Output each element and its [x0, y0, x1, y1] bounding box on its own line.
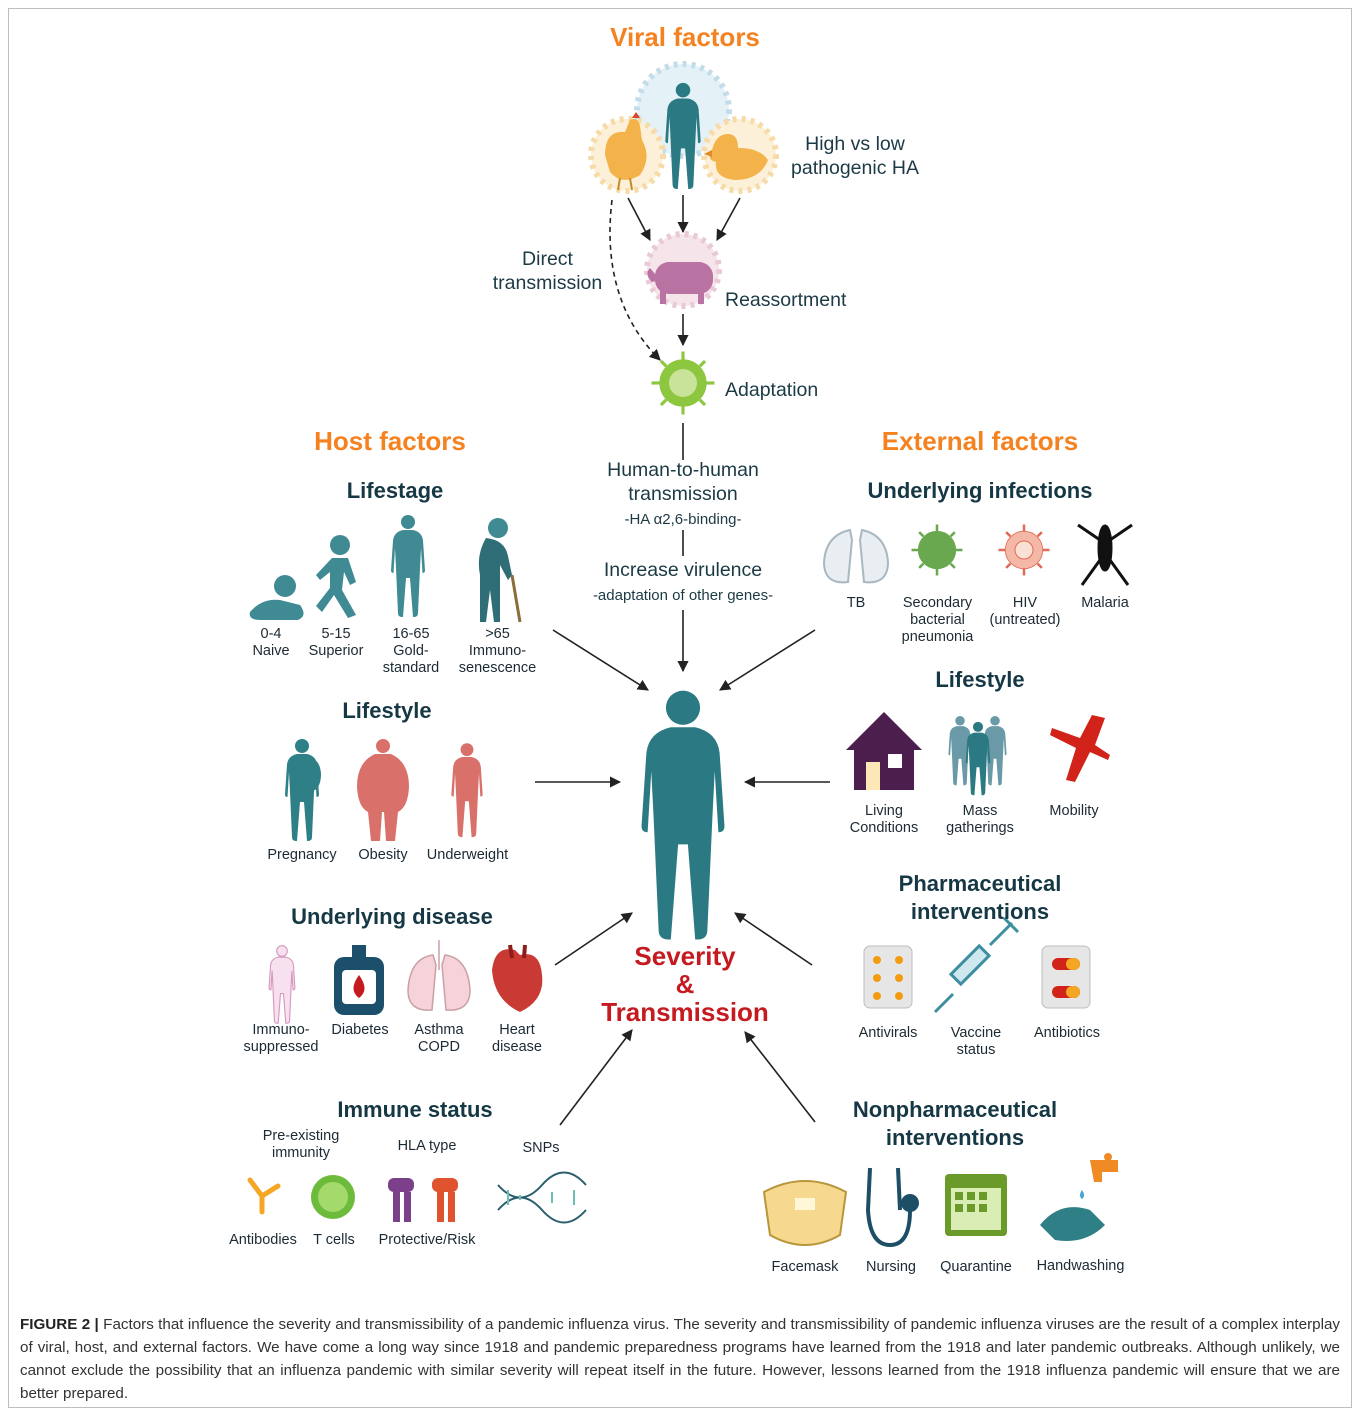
handwashing-label: Handwashing: [1036, 1258, 1125, 1274]
hla-protective-icon: [388, 1178, 414, 1222]
underlying-disease-title: Underlying disease: [291, 904, 493, 929]
lifestage-icons: [249, 515, 522, 623]
calendar-icon: [945, 1174, 1007, 1236]
syringe-icon: [933, 916, 1020, 1014]
virus-halo-human-icon: [634, 61, 732, 189]
hla-risk-icon: [432, 1178, 458, 1222]
lifestage-65-label: >65 Immuno- senescence: [458, 626, 537, 676]
host-lifestyle-title: Lifestyle: [342, 698, 432, 723]
vaccine-status-label: Vaccine status: [950, 1025, 1002, 1058]
pregnancy-label: Pregnancy: [267, 847, 337, 863]
underweight-label: Underweight: [426, 847, 509, 863]
nonpharmaceutical-icons: [762, 1153, 1118, 1248]
crowd-icon: [948, 715, 1007, 796]
chicken-icon: [588, 112, 666, 194]
reassortment-label: Reassortment: [725, 289, 847, 311]
snps-label: SNPs: [522, 1140, 560, 1156]
asthma-copd-label: Asthma COPD: [414, 1022, 464, 1055]
flow-arrows: [535, 195, 830, 1126]
stethoscope-icon: [865, 1167, 919, 1248]
immune-status-icons: [247, 1171, 587, 1224]
house-icon: [846, 712, 922, 790]
protective-risk-label: Protective/Risk: [378, 1232, 476, 1248]
adaptation-label: Adaptation: [725, 379, 819, 401]
tb-label: TB: [846, 595, 866, 611]
handwashing-icon: [1040, 1153, 1118, 1241]
direct-transmission-label: Direct transmission: [492, 248, 603, 294]
external-lifestyle-title: Lifestyle: [935, 667, 1025, 692]
obesity-label: Obesity: [358, 847, 408, 863]
nursing-label: Nursing: [866, 1259, 916, 1275]
adapted-virus-icon: [649, 349, 717, 417]
nonpharmaceutical-title: Nonpharmaceutical interventions: [852, 1097, 1058, 1150]
glucose-meter-icon: [334, 945, 384, 1015]
facemask-icon: [762, 1180, 848, 1246]
malaria-label: Malaria: [1081, 595, 1129, 611]
hla-type-label: HLA type: [397, 1138, 457, 1154]
h2h-sub-label: -HA α2,6-binding-: [624, 511, 742, 528]
dna-icon: [497, 1171, 587, 1224]
lifestage-title: Lifestage: [346, 478, 444, 503]
viral-factors-title: Viral factors: [610, 22, 760, 52]
facemask-label: Facemask: [771, 1259, 839, 1275]
duck-icon: [701, 116, 779, 194]
underlying-disease-icons: [268, 940, 543, 1024]
caption-lead: FIGURE 2 |: [20, 1316, 99, 1333]
external-factors-title: External factors: [881, 426, 1079, 456]
hiv-label: HIV (untreated): [989, 595, 1061, 628]
antibody-icon: [247, 1177, 281, 1215]
heart-disease-label: Heart disease: [492, 1022, 542, 1055]
mosquito-icon: [1077, 523, 1133, 586]
underlying-infections-title: Underlying infections: [867, 478, 1093, 503]
severity-transmission-label: Severity & Transmission: [601, 941, 769, 1027]
virulence-sub-label: -adaptation of other genes-: [592, 587, 774, 604]
ha-label: High vs low pathogenic HA: [791, 133, 919, 179]
lifestage-16-65-label: 16-65 Gold- standard: [382, 626, 440, 676]
host-lifestyle-icons: [285, 739, 483, 841]
underlying-infection-icons: [822, 523, 1133, 586]
diabetes-label: Diabetes: [331, 1022, 389, 1038]
caption-text: Factors that influence the severity and …: [20, 1316, 1341, 1402]
lungs-icon: [407, 940, 471, 1011]
hiv-virus-icon: [997, 523, 1051, 577]
heart-icon: [492, 944, 543, 1012]
h2h-label: Human-to-human transmission: [607, 459, 759, 505]
bacteria-icon: [910, 523, 964, 577]
immunosuppressed-label: Immuno- suppressed: [243, 1022, 319, 1055]
pre-existing-immunity-label: Pre-existing immunity: [262, 1128, 340, 1161]
pharmaceutical-title: Pharmaceutical interventions: [898, 871, 1062, 924]
mobility-label: Mobility: [1049, 803, 1099, 819]
central-human-figure: [641, 690, 725, 940]
figure-frame: [8, 8, 1352, 1408]
t-cells-label: T cells: [313, 1232, 355, 1248]
host-factors-title: Host factors: [314, 426, 466, 456]
mass-gatherings-label: Mass gatherings: [946, 803, 1014, 836]
quarantine-label: Quarantine: [940, 1259, 1012, 1275]
airplane-icon: [1050, 715, 1110, 782]
tb-lungs-icon: [822, 528, 890, 584]
external-lifestyle-icons: [846, 712, 1110, 796]
lifestage-0-4-label: 0-4 Naive: [252, 626, 290, 659]
pharmaceutical-icons: [863, 916, 1091, 1014]
living-conditions-label: Living Conditions: [849, 803, 919, 836]
immune-status-title: Immune status: [337, 1097, 493, 1122]
antibiotics-icon: [1041, 945, 1091, 1009]
antibiotics-label: Antibiotics: [1033, 1025, 1101, 1041]
lifestage-5-15-label: 5-15 Superior: [308, 626, 364, 659]
pig-icon: [644, 231, 722, 309]
figure-caption: FIGURE 2 | Factors that influence the se…: [20, 1313, 1340, 1405]
antivirals-label: Antivirals: [858, 1025, 918, 1041]
virulence-label: Increase virulence: [603, 559, 763, 581]
t-cell-icon: [311, 1175, 355, 1219]
antiviral-blister-icon: [863, 945, 913, 1009]
antibodies-label: Antibodies: [229, 1232, 297, 1248]
secondary-pneumonia-label: Secondary bacterial pneumonia: [901, 595, 974, 645]
